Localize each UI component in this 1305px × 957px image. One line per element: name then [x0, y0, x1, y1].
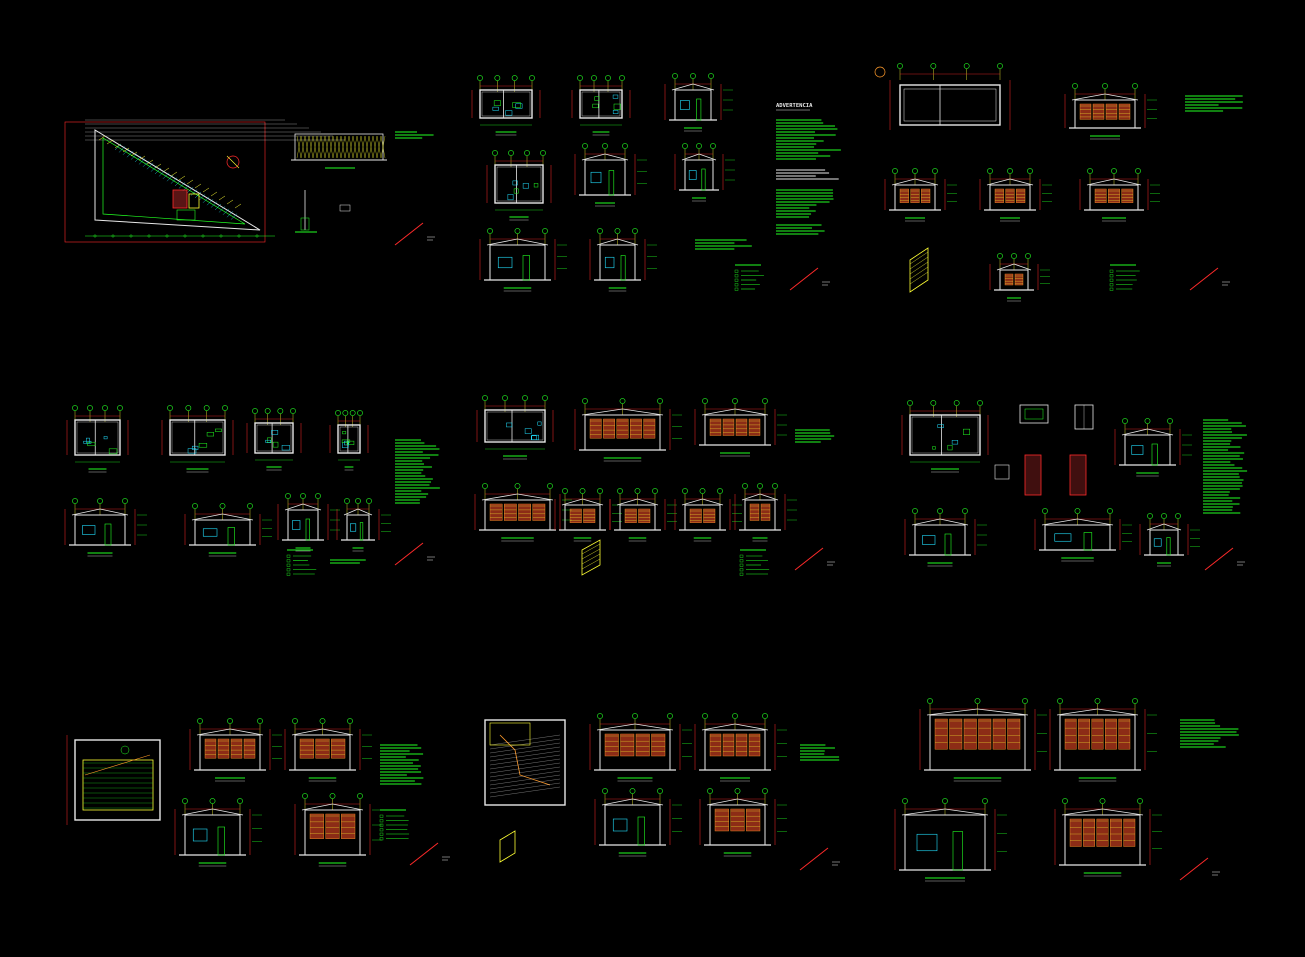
drawing-sheet-2: ADVERTENCIA	[460, 65, 850, 300]
sheet-3-svg	[874, 63, 1243, 302]
drawing-sheet-6	[870, 390, 1260, 580]
sheet-4-svg	[64, 405, 440, 576]
drawing-sheet-8	[460, 705, 850, 880]
sheet-1-svg	[64, 119, 435, 246]
sheet-6-svg	[901, 400, 1248, 571]
drawing-sheet-4	[55, 395, 445, 576]
sheet-8-svg	[484, 713, 840, 871]
drawing-sheet-1	[55, 110, 445, 260]
sheet-9-svg	[894, 698, 1239, 882]
notes-heading: ADVERTENCIA	[776, 103, 813, 109]
drawing-sheet-3	[870, 60, 1260, 305]
sheet-5-svg	[474, 395, 835, 576]
sheet-7-svg	[66, 718, 450, 867]
drawing-sheet-5	[460, 390, 850, 580]
drawing-sheet-7	[55, 715, 450, 880]
drawing-sheet-9	[870, 690, 1260, 890]
sheet-2-svg: ADVERTENCIA	[471, 73, 841, 292]
